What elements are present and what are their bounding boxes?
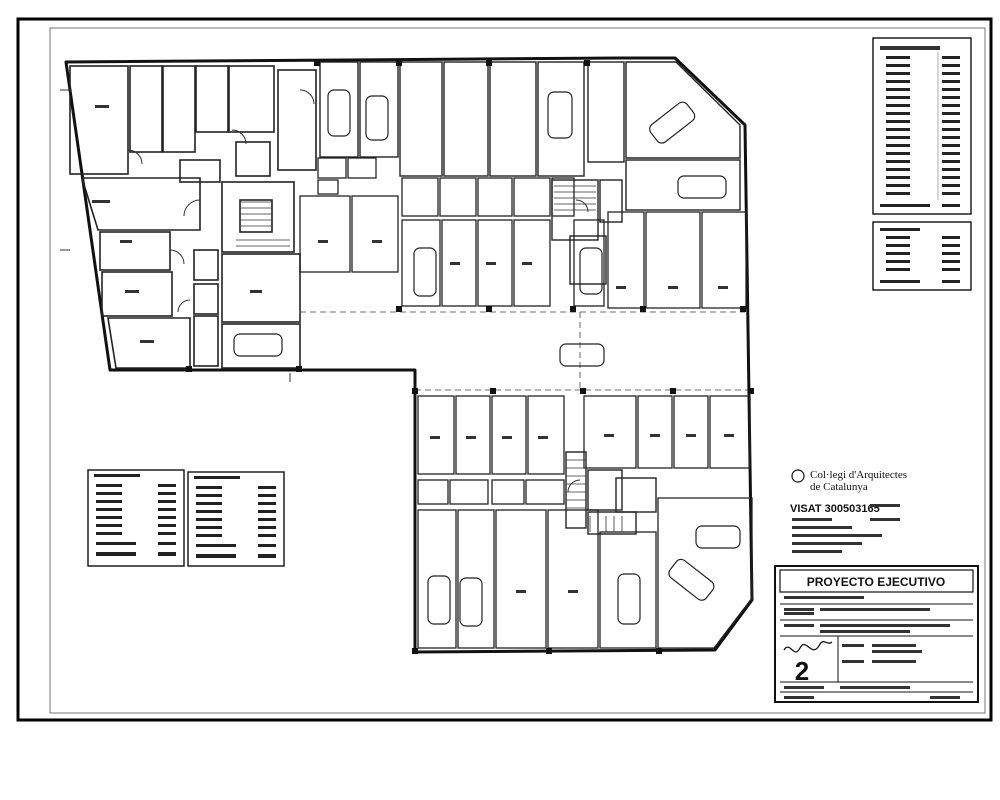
drive-aisle — [300, 311, 750, 391]
schedule-table-2 — [872, 221, 972, 291]
title-block-heading: PROYECTO EJECUTIVO — [807, 575, 945, 589]
schedule-table-1 — [872, 37, 972, 215]
lower-core-stairs — [566, 459, 623, 532]
section-marks — [60, 89, 291, 382]
parked-cars — [233, 89, 741, 627]
sheet-inner-border — [49, 27, 986, 714]
storage-cells — [317, 157, 575, 217]
door-swings — [127, 89, 589, 493]
college-seal-icon — [791, 469, 805, 483]
area-table-right — [187, 471, 285, 567]
college-stamp: Col·legi d'Arquitectes de Catalunya VISA… — [790, 469, 907, 553]
title-block: PROYECTO EJECUTIVO 2 — [774, 565, 979, 703]
sheet-border — [16, 17, 993, 722]
service-stairs — [236, 201, 290, 247]
middle-parking-bays — [299, 195, 747, 309]
central-core — [551, 179, 623, 285]
college-name-line1: Col·legi d'Arquitectes — [810, 469, 907, 481]
sheet-number: 2 — [795, 656, 809, 686]
service-rooms — [69, 65, 317, 369]
lower-core — [565, 451, 657, 535]
bay-marks — [92, 105, 734, 593]
visa-code: VISAT 300503165 — [790, 503, 880, 515]
lower-wing-bottom-bays — [417, 497, 753, 649]
top-parking-bays — [319, 61, 741, 211]
college-name-line2: de Catalunya — [810, 481, 868, 493]
structural-columns — [186, 60, 754, 654]
area-table-left — [87, 469, 185, 567]
lower-wing-upper-bays — [417, 395, 751, 475]
building-outline — [64, 56, 754, 654]
central-core-stairs — [554, 185, 596, 211]
lower-wing-storage — [417, 479, 565, 505]
signature-mark — [783, 641, 833, 653]
